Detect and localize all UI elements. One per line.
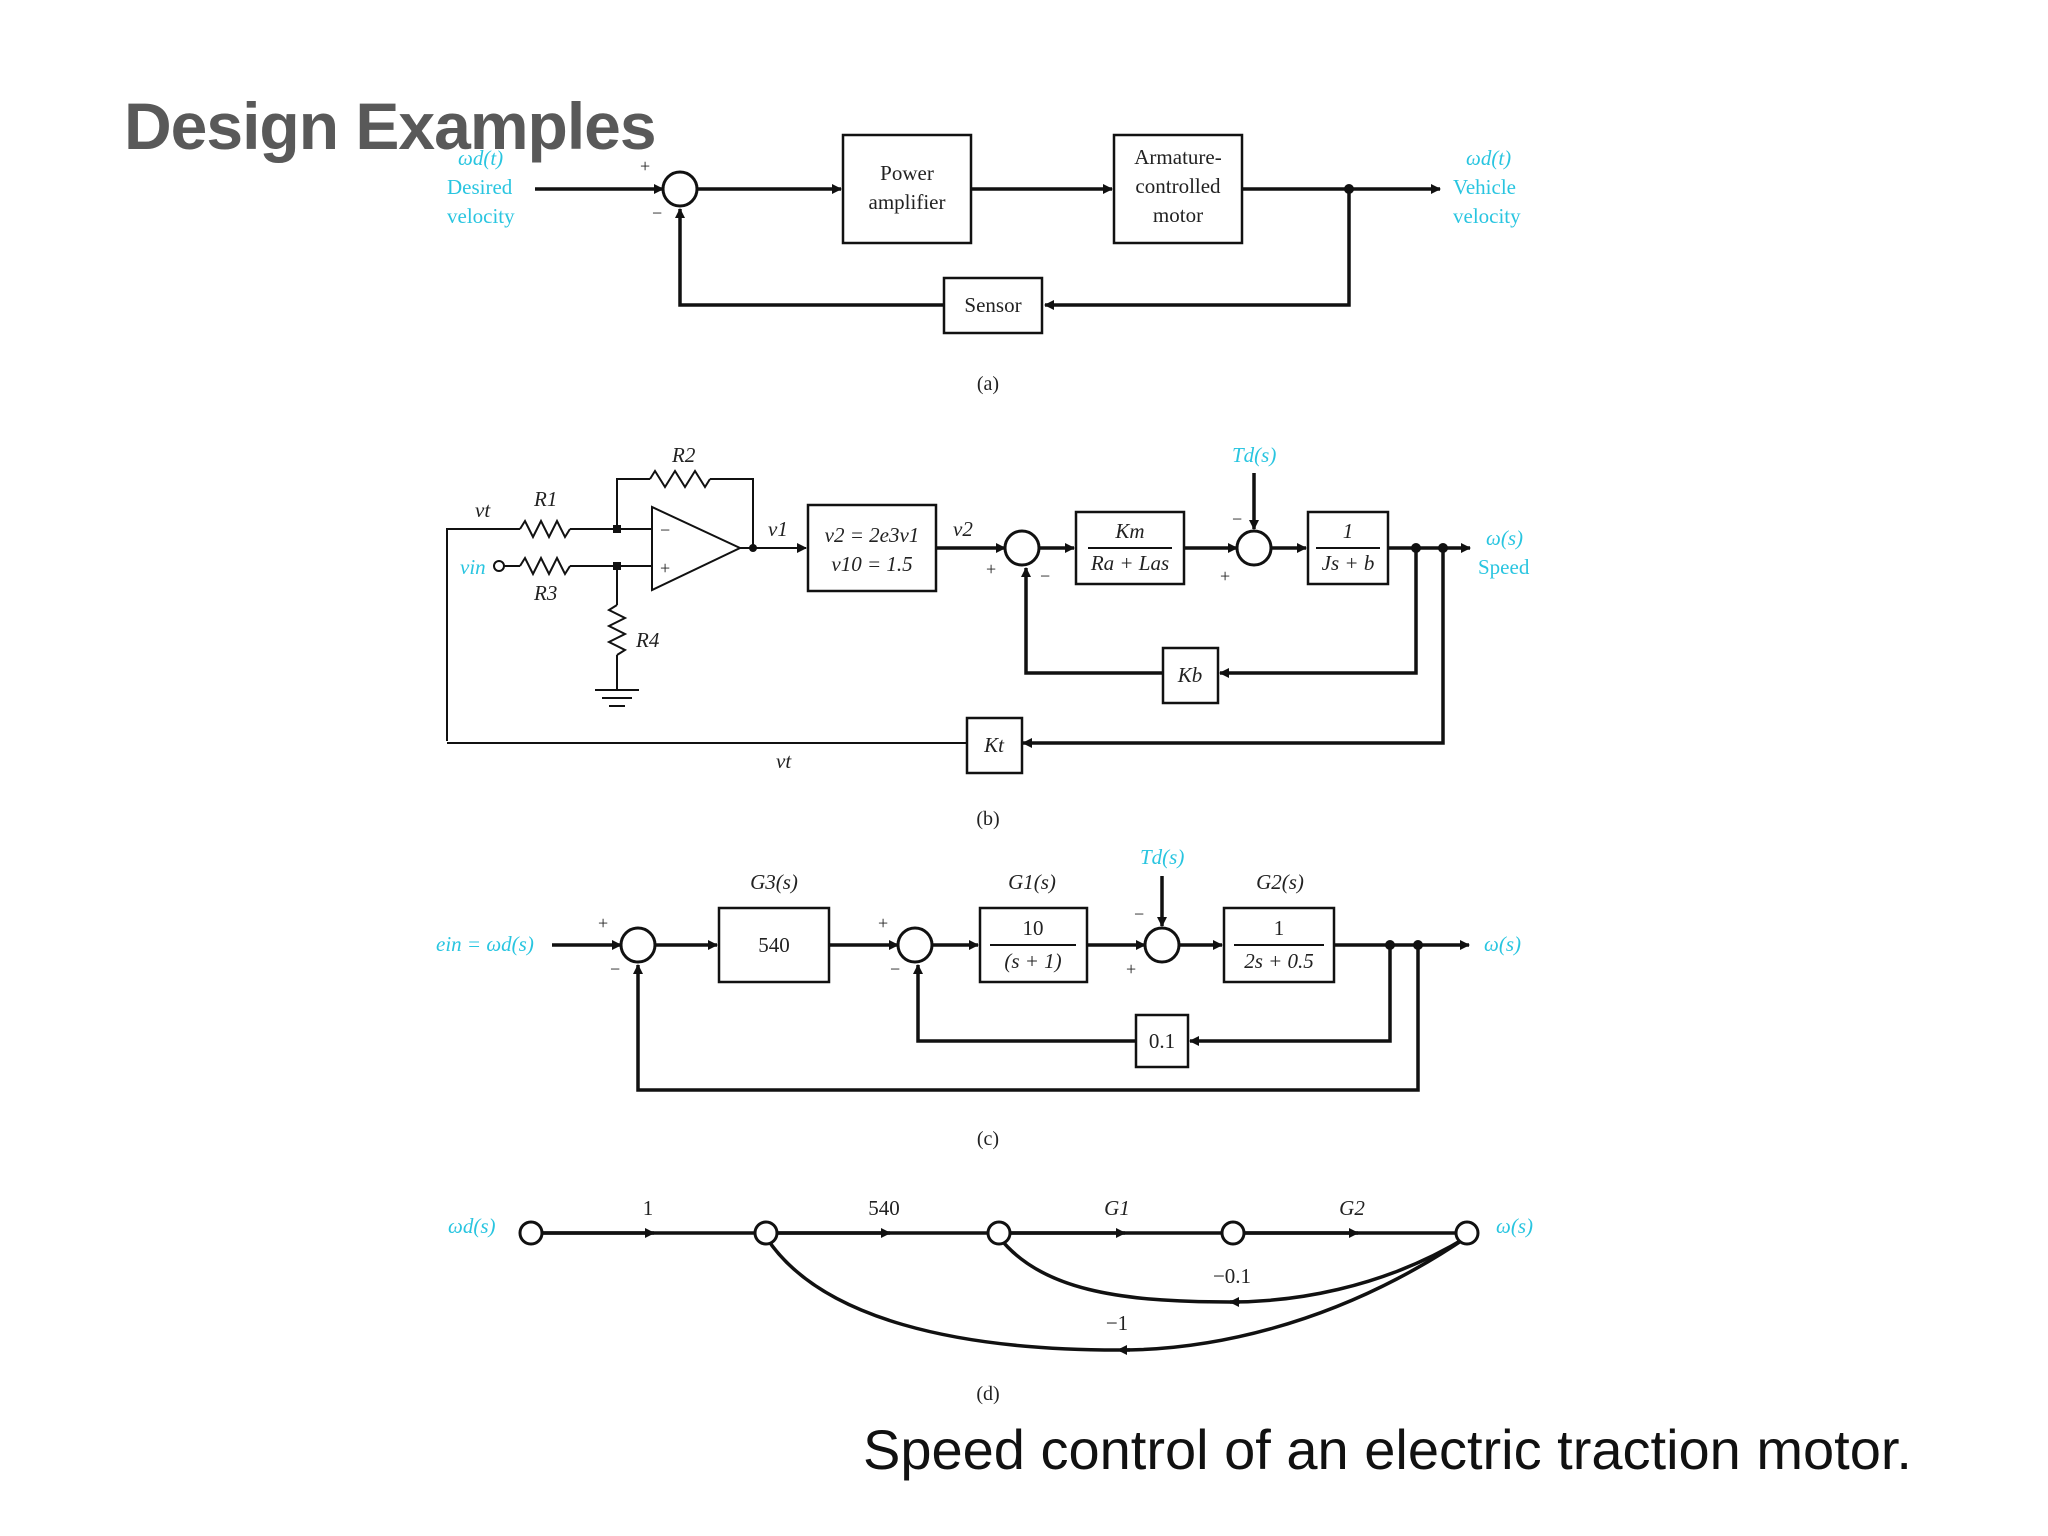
- flow-node: [753, 1220, 779, 1246]
- kt-block: [965, 716, 1024, 775]
- branch-gain-label: G2: [1339, 1196, 1365, 1220]
- summing-junction-b2: [1235, 529, 1273, 567]
- sign-plus: +: [1220, 566, 1230, 586]
- vt-feedback-label: vt: [776, 749, 792, 773]
- sign-plus: +: [1126, 959, 1136, 979]
- disturbance-td-label: Td(s): [1140, 845, 1184, 869]
- block-label: 2s + 0.5: [1244, 949, 1314, 973]
- diagram-a-output-symbol: ωd(t): [1466, 146, 1511, 170]
- diagram-b-label: (b): [976, 808, 999, 830]
- diagram-d: ωd(s) 1 540 G1 G2 −0.1 −1 ω(s) (d): [448, 1196, 1533, 1405]
- sign-minus: −: [652, 203, 662, 223]
- block-label: Km: [1114, 519, 1144, 543]
- sign-minus: −: [890, 959, 900, 979]
- block-label: 0.1: [1149, 1029, 1175, 1053]
- diagram-a-input-label-2: velocity: [447, 204, 515, 228]
- block-label: v10 = 1.5: [831, 552, 912, 576]
- diagram-d-label: (d): [976, 1383, 999, 1405]
- block-label: Sensor: [964, 293, 1021, 317]
- diagram-b: R2 vt R1 vin R3 R4 − + v1 v2 = 2e3v1: [446, 443, 1530, 830]
- flow-node: [1220, 1220, 1246, 1246]
- sign-minus: −: [610, 959, 620, 979]
- block-label: Kb: [1177, 663, 1203, 687]
- op-amp-symbol: [651, 505, 743, 592]
- g1-label: G1(s): [1008, 870, 1056, 894]
- sensor-block: [942, 276, 1044, 335]
- sign-plus: +: [986, 559, 996, 579]
- diagram-d-output-label: ω(s): [1496, 1214, 1533, 1238]
- sign-plus: +: [640, 156, 650, 176]
- speed-output-label: Speed: [1478, 555, 1530, 579]
- v2-label: v2: [953, 517, 973, 541]
- block-label: Power: [880, 161, 934, 185]
- summing-junction-a: [661, 170, 699, 208]
- sign-minus: −: [1232, 509, 1242, 529]
- resistor-r3-label: R3: [533, 581, 557, 605]
- block-label: v2 = 2e3v1: [825, 523, 920, 547]
- resistor-r2-label: R2: [671, 443, 696, 467]
- branch-gain-label: 1: [643, 1196, 654, 1220]
- kb-block: [1161, 646, 1220, 705]
- summing-junction-c3: [1143, 926, 1181, 964]
- diagram-a-label: (a): [977, 373, 999, 395]
- feedback-gain-block: [1134, 1013, 1190, 1069]
- block-label: Js + b: [1322, 551, 1375, 575]
- block-label: 10: [1023, 916, 1044, 940]
- feedback-gain-label: −0.1: [1213, 1264, 1251, 1288]
- block-label: 1: [1343, 519, 1354, 543]
- block-label: Armature-: [1134, 145, 1221, 169]
- diagram-d-input-label: ωd(s): [448, 1214, 496, 1238]
- g3-label: G3(s): [750, 870, 798, 894]
- g2-label: G2(s): [1256, 870, 1304, 894]
- resistor-r1-label: R1: [533, 487, 557, 511]
- summing-junction-c2: [896, 926, 934, 964]
- block-label: controlled: [1135, 174, 1221, 198]
- block-label: motor: [1153, 203, 1203, 227]
- summing-junction-b1: [1003, 529, 1041, 567]
- diagram-a-output-label: Vehicle: [1453, 175, 1516, 199]
- diagram-a-output-label-2: velocity: [1453, 204, 1521, 228]
- g3-block: [717, 906, 831, 984]
- block-label: amplifier: [869, 190, 946, 214]
- block-label: (s + 1): [1004, 949, 1061, 973]
- sign-plus: +: [598, 913, 608, 933]
- diagram-c-output-label: ω(s): [1484, 932, 1521, 956]
- power-amplifier-block: [841, 133, 973, 245]
- sign-minus: −: [1134, 904, 1144, 924]
- v1-label: v1: [768, 517, 788, 541]
- opamp-minus-sign: −: [660, 520, 670, 540]
- flow-node: [1454, 1220, 1480, 1246]
- sign-minus: −: [1040, 566, 1050, 586]
- branch-gain-label: G1: [1104, 1196, 1130, 1220]
- disturbance-td-label: Td(s): [1232, 443, 1276, 467]
- block-label: 540: [758, 933, 790, 957]
- nonlinear-block: [806, 503, 938, 593]
- flow-node: [518, 1220, 544, 1246]
- diagram-c-label: (c): [977, 1128, 999, 1150]
- branch-gain-label: 540: [868, 1196, 900, 1220]
- slide-title: Design Examples: [124, 89, 657, 163]
- diagram-a-input-symbol: ωd(t): [458, 146, 503, 170]
- slide-caption: Speed control of an electric traction mo…: [863, 1418, 1912, 1481]
- diagram-c: ein = ωd(s) + − G3(s) 540 + − G1(s) 10 (…: [436, 845, 1521, 1150]
- flow-node: [986, 1220, 1012, 1246]
- speed-output-symbol: ω(s): [1486, 526, 1523, 550]
- block-label: 1: [1274, 916, 1285, 940]
- vt-label: vt: [475, 498, 491, 522]
- diagram-a-input-label: Desired: [447, 175, 513, 199]
- diagram-c-input-label: ein = ωd(s): [436, 932, 534, 956]
- feedback-gain-label: −1: [1106, 1311, 1128, 1335]
- opamp-plus-sign: +: [660, 558, 670, 578]
- vin-label: vin: [460, 555, 486, 579]
- summing-junction-c1: [619, 926, 657, 964]
- block-label: Ra + Las: [1090, 551, 1169, 575]
- block-label: Kt: [983, 733, 1005, 757]
- motor-block: [1112, 133, 1244, 245]
- sign-plus: +: [878, 913, 888, 933]
- resistor-r4-label: R4: [635, 628, 660, 652]
- diagram-a: ωd(t) Desired velocity + − Power amplifi…: [447, 133, 1521, 395]
